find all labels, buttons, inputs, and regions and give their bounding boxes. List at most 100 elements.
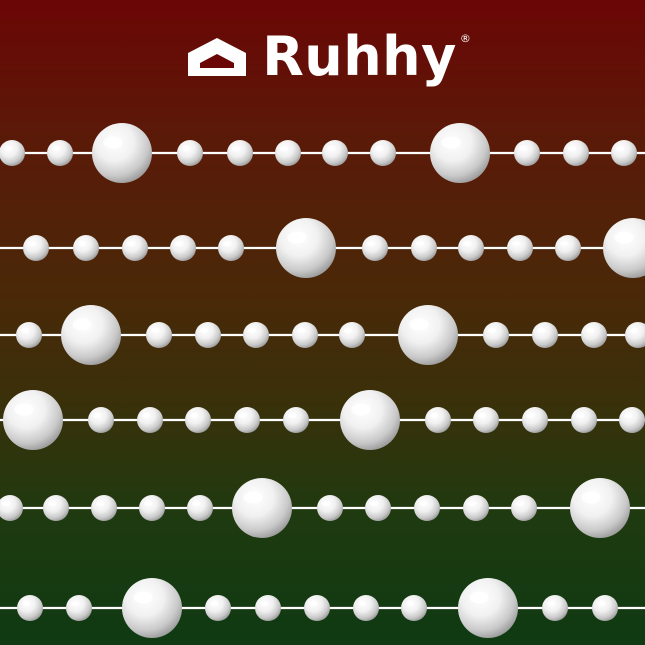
small-pearl xyxy=(227,140,253,166)
small-pearl xyxy=(507,235,533,261)
pearl-strand xyxy=(0,478,645,538)
small-pearl xyxy=(16,322,42,348)
pearl-highlight xyxy=(191,500,201,507)
large-pearl xyxy=(430,123,490,183)
large-pearl xyxy=(3,390,63,450)
pearl-highlight xyxy=(615,145,625,152)
pearl-highlight xyxy=(469,591,489,604)
small-pearl xyxy=(292,322,318,348)
small-pearl xyxy=(43,495,69,521)
large-pearl xyxy=(92,123,152,183)
pearl-highlight xyxy=(326,145,336,152)
large-pearl xyxy=(122,578,182,638)
pearl-highlight xyxy=(14,403,34,416)
pearl-highlight xyxy=(174,240,184,247)
pearl-highlight xyxy=(77,240,87,247)
small-pearl xyxy=(0,495,23,521)
pearl-highlight xyxy=(575,412,585,419)
house-icon xyxy=(188,38,247,76)
pearl-strand xyxy=(0,123,645,183)
pearl-highlight xyxy=(559,240,569,247)
small-pearl xyxy=(73,235,99,261)
small-pearl xyxy=(563,140,589,166)
pearl-highlight xyxy=(581,491,601,504)
small-pearl xyxy=(195,322,221,348)
small-pearl xyxy=(243,322,269,348)
small-pearl xyxy=(17,595,43,621)
small-pearl xyxy=(625,322,645,348)
small-pearl xyxy=(571,407,597,433)
small-pearl xyxy=(611,140,637,166)
pearl-highlight xyxy=(150,327,160,334)
pearl-highlight xyxy=(343,327,353,334)
large-pearl xyxy=(458,578,518,638)
pearl-highlight xyxy=(536,327,546,334)
large-pearl xyxy=(276,218,336,278)
pearl-strand xyxy=(0,218,645,278)
pearl-highlight xyxy=(133,591,153,604)
small-pearl xyxy=(66,595,92,621)
pearl-highlight xyxy=(567,145,577,152)
pearl-highlight xyxy=(287,231,307,244)
small-pearl xyxy=(317,495,343,521)
pearl-highlight xyxy=(441,136,461,149)
small-pearl xyxy=(234,407,260,433)
small-pearl xyxy=(365,495,391,521)
small-pearl xyxy=(170,235,196,261)
small-pearl xyxy=(177,140,203,166)
brand-name: Ruhhy xyxy=(262,25,457,88)
pearl-highlight xyxy=(287,412,297,419)
pearl-highlight xyxy=(27,240,37,247)
small-pearl xyxy=(522,407,548,433)
small-pearl xyxy=(362,235,388,261)
pearl-highlight xyxy=(95,500,105,507)
pearl-highlight xyxy=(351,403,371,416)
small-pearl xyxy=(401,595,427,621)
small-pearl xyxy=(511,495,537,521)
pearl-highlight xyxy=(238,412,248,419)
small-pearl xyxy=(304,595,330,621)
pearl-highlight xyxy=(279,145,289,152)
pearl-highlight xyxy=(21,600,31,607)
pearl-highlight xyxy=(296,327,306,334)
pearl-highlight xyxy=(415,240,425,247)
pearl-highlight xyxy=(51,145,61,152)
pearl-highlight xyxy=(518,145,528,152)
pearl-highlight xyxy=(3,145,13,152)
small-pearl xyxy=(514,140,540,166)
small-pearl xyxy=(122,235,148,261)
large-pearl xyxy=(398,305,458,365)
small-pearl xyxy=(146,322,172,348)
pearl-highlight xyxy=(462,240,472,247)
pearl-highlight xyxy=(70,600,80,607)
small-pearl xyxy=(619,407,645,433)
pearl-highlight xyxy=(231,145,241,152)
pearl-strand xyxy=(0,390,645,450)
large-pearl xyxy=(340,390,400,450)
small-pearl xyxy=(581,322,607,348)
pearl-highlight xyxy=(308,600,318,607)
small-pearl xyxy=(88,407,114,433)
pearl-highlight xyxy=(429,412,439,419)
pearl-highlight xyxy=(623,412,633,419)
pearl-highlight xyxy=(321,500,331,507)
pearl-highlight xyxy=(222,240,232,247)
small-pearl xyxy=(0,140,25,166)
pearl-highlight xyxy=(72,318,92,331)
small-pearl xyxy=(185,407,211,433)
pearl-highlight xyxy=(209,600,219,607)
pearl-highlight xyxy=(614,231,634,244)
small-pearl xyxy=(275,140,301,166)
pearl-highlight xyxy=(20,327,30,334)
registered-mark: ® xyxy=(459,32,471,45)
small-pearl xyxy=(463,495,489,521)
small-pearl xyxy=(370,140,396,166)
small-pearl xyxy=(205,595,231,621)
pearl-highlight xyxy=(409,318,429,331)
pearl-strand xyxy=(0,578,645,638)
pearl-highlight xyxy=(199,327,209,334)
pearl-highlight xyxy=(189,412,199,419)
small-pearl xyxy=(414,495,440,521)
small-pearl xyxy=(353,595,379,621)
